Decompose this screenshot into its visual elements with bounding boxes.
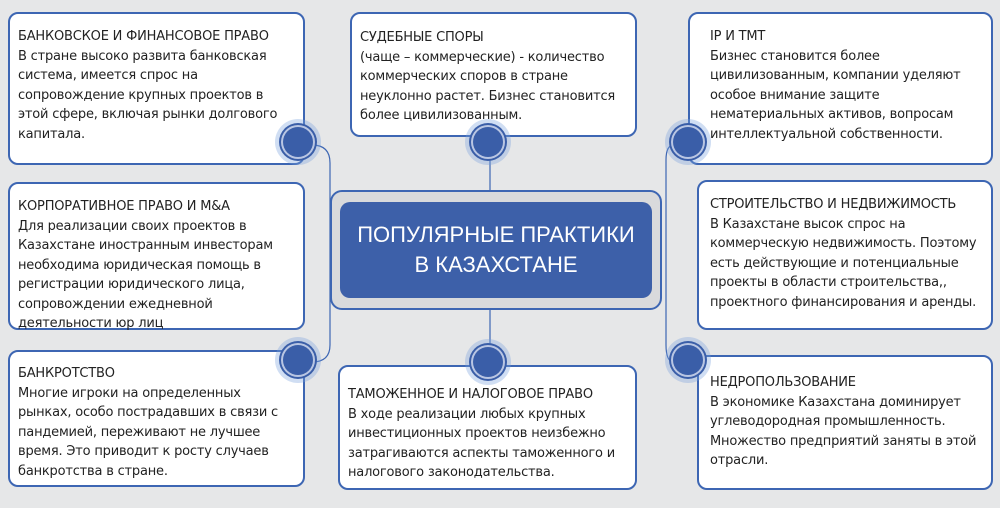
node-circle-icon — [673, 127, 703, 157]
node-circle-icon — [473, 347, 503, 377]
card-title: ТАМОЖЕННОЕ И НАЛОГОВОЕ ПРАВО — [348, 387, 593, 402]
card-title: СУДЕБНЫЕ СПОРЫ — [360, 30, 484, 45]
card-text: (чаще – коммерческие) - количество комме… — [360, 49, 616, 124]
card-title: СТРОИТЕЛЬСТВО И НЕДВИЖИМОСТЬ — [710, 197, 957, 212]
card-title: БАНКРОТСТВО — [18, 366, 115, 381]
card-title: НЕДРОПОЛЬЗОВАНИЕ — [710, 375, 856, 390]
node-circle-icon — [673, 345, 703, 375]
node-circle-icon — [283, 127, 313, 157]
card-text: Для реализации своих проектов в Казахста… — [18, 218, 273, 332]
central-title-line2: В КАЗАХСТАНЕ — [414, 252, 578, 277]
card-title: БАНКОВСКОЕ И ФИНАНСОВОЕ ПРАВО — [18, 29, 269, 44]
card-banking-finance: БАНКОВСКОЕ И ФИНАНСОВОЕ ПРАВО В стране в… — [8, 12, 305, 165]
card-construction-realestate: СТРОИТЕЛЬСТВО И НЕДВИЖИМОСТЬ В Казахстан… — [697, 180, 993, 330]
card-corporate-ma: КОРПОРАТИВНОЕ ПРАВО И M&A Для реализации… — [8, 182, 305, 331]
node-circle-icon — [473, 127, 503, 157]
card-text: В ходе реализации любых крупных инвестиц… — [348, 406, 615, 481]
card-subsoil-use: НЕДРОПОЛЬЗОВАНИЕ В экономике Казахстана … — [697, 355, 993, 490]
node-circle-icon — [283, 345, 313, 375]
card-title: IP И ТМТ — [710, 29, 766, 44]
card-customs-tax: ТАМОЖЕННОЕ И НАЛОГОВОЕ ПРАВО В ходе реал… — [338, 365, 637, 490]
card-text: Бизнес становится более цивилизованным, … — [710, 48, 961, 142]
card-text: В стране высоко развита банковская систе… — [18, 48, 278, 142]
central-title-line1: ПОПУЛЯРНЫЕ ПРАКТИКИ — [357, 222, 635, 247]
card-text: Многие игроки на определенных рынках, ос… — [18, 385, 278, 479]
card-text: В экономике Казахстана доминирует углево… — [710, 394, 977, 469]
central-topic: ПОПУЛЯРНЫЕ ПРАКТИКИ В КАЗАХСТАНЕ — [330, 190, 662, 310]
card-text: В Казахстане высок спрос на коммерческую… — [710, 216, 977, 310]
card-ip-tmt: IP И ТМТ Бизнес становится более цивилиз… — [688, 12, 993, 165]
card-title: КОРПОРАТИВНОЕ ПРАВО И M&A — [18, 199, 230, 214]
card-bankruptcy: БАНКРОТСТВО Многие игроки на определенны… — [8, 350, 305, 487]
card-litigation: СУДЕБНЫЕ СПОРЫ (чаще – коммерческие) - к… — [350, 12, 637, 137]
